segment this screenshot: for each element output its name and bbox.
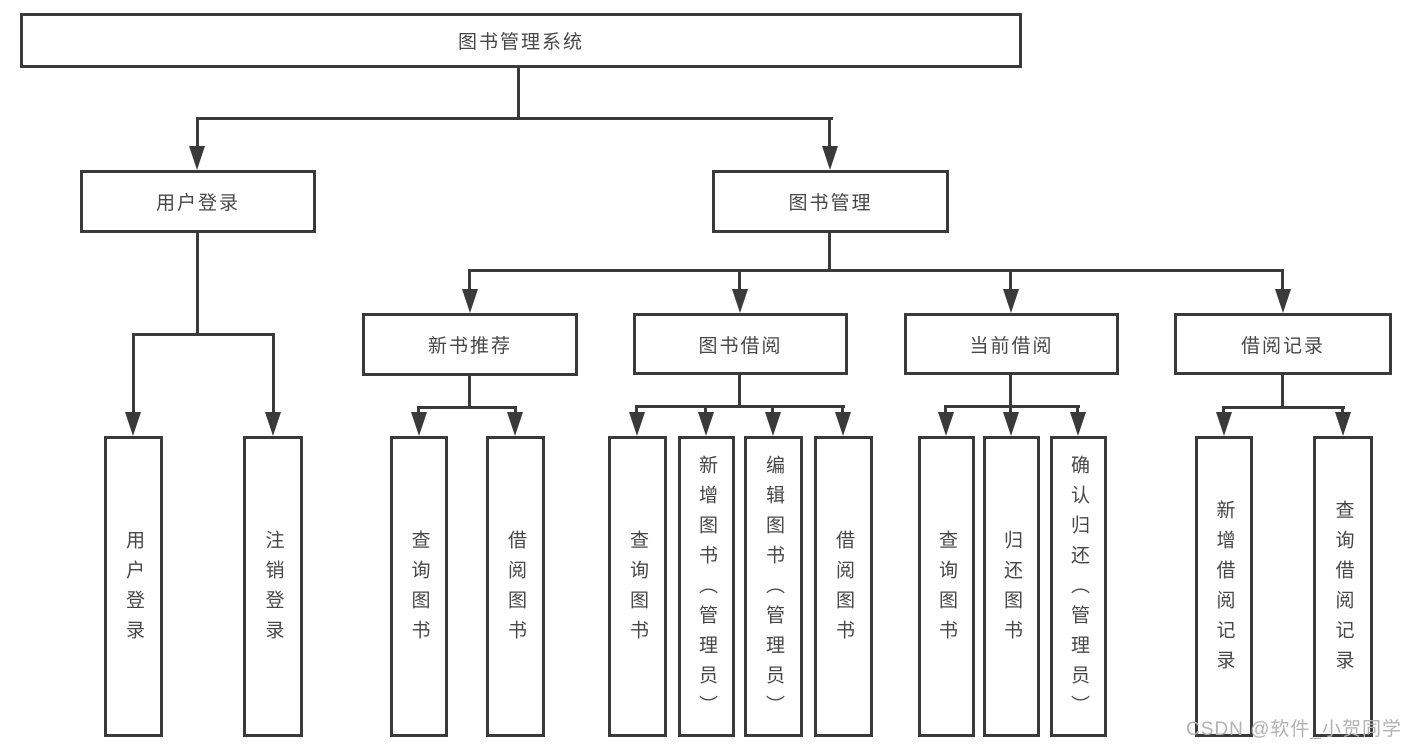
node-book-management: 图书管理 bbox=[712, 170, 949, 233]
leaf-borrow-add-books-admin: 新增图书（管理员） bbox=[678, 436, 735, 737]
connector-line bbox=[132, 333, 275, 336]
connector-line bbox=[1281, 375, 1284, 409]
connector-line bbox=[1076, 405, 1079, 415]
connector-line bbox=[635, 405, 845, 408]
connector-line bbox=[468, 269, 1284, 272]
arrow-down-icon bbox=[732, 289, 748, 313]
csdn-watermark: CSDN @软件_小贺同学 bbox=[1186, 719, 1402, 740]
arrow-down-icon bbox=[822, 146, 838, 170]
leaf-records-add-record: 新增借阅记录 bbox=[1195, 436, 1253, 737]
arrow-down-icon bbox=[411, 412, 427, 436]
leaf-recommend-query-books: 查询图书 bbox=[390, 436, 448, 737]
leaf-recommend-borrow-books: 借阅图书 bbox=[486, 436, 545, 737]
arrow-down-icon bbox=[125, 412, 141, 436]
leaf-current-return-books: 归还图书 bbox=[983, 436, 1040, 737]
connector-line bbox=[468, 269, 471, 292]
arrow-down-icon bbox=[1335, 412, 1351, 436]
connector-line bbox=[1009, 405, 1012, 415]
connector-line bbox=[1341, 406, 1344, 414]
arrow-down-icon bbox=[765, 412, 781, 436]
node-user-login: 用户登录 bbox=[80, 170, 316, 233]
node-new-book-recommend: 新书推荐 bbox=[362, 313, 578, 376]
arrow-down-icon bbox=[1216, 412, 1232, 436]
arrow-down-icon bbox=[938, 412, 954, 436]
arrow-down-icon bbox=[189, 146, 205, 170]
node-book-borrow: 图书借阅 bbox=[633, 313, 848, 375]
arrow-down-icon bbox=[698, 412, 714, 436]
leaf-logout: 注销登录 bbox=[243, 436, 303, 737]
connector-line bbox=[944, 405, 947, 415]
connector-line bbox=[704, 405, 707, 415]
arrow-down-icon bbox=[835, 412, 851, 436]
arrow-down-icon bbox=[629, 412, 645, 436]
leaf-current-confirm-return-admin: 确认归还（管理员） bbox=[1050, 436, 1107, 737]
connector-line bbox=[841, 405, 844, 415]
node-book-management-system: 图书管理系统 bbox=[20, 13, 1022, 68]
connector-line bbox=[196, 117, 199, 149]
connector-line bbox=[1222, 406, 1225, 414]
leaf-records-query-record: 查询借阅记录 bbox=[1313, 436, 1373, 737]
arrow-down-icon bbox=[462, 289, 478, 313]
connector-line bbox=[738, 269, 741, 292]
connector-line bbox=[828, 117, 831, 149]
node-borrow-records: 借阅记录 bbox=[1174, 313, 1392, 375]
arrow-down-icon bbox=[1070, 412, 1086, 436]
connector-line bbox=[1222, 406, 1345, 409]
connector-line bbox=[1009, 375, 1012, 408]
arrow-down-icon bbox=[1003, 289, 1019, 313]
connector-line bbox=[132, 333, 135, 414]
connector-line bbox=[196, 233, 199, 336]
connector-line bbox=[417, 406, 420, 415]
leaf-current-query-books: 查询图书 bbox=[918, 436, 975, 737]
leaf-borrow-edit-books-admin: 编辑图书（管理员） bbox=[744, 436, 803, 737]
connector-line bbox=[738, 375, 741, 408]
connector-line bbox=[828, 233, 831, 272]
leaf-borrow-query-books: 查询图书 bbox=[608, 436, 667, 737]
connector-line bbox=[196, 117, 833, 120]
leaf-user-login: 用户登录 bbox=[104, 436, 163, 737]
arrow-down-icon bbox=[265, 412, 281, 436]
connector-line bbox=[944, 405, 1080, 408]
connector-line bbox=[1281, 269, 1284, 292]
connector-line bbox=[517, 67, 520, 120]
connector-line bbox=[1009, 269, 1012, 292]
connector-line bbox=[635, 405, 638, 415]
arrow-down-icon bbox=[507, 412, 523, 436]
leaf-borrow-borrow-books: 借阅图书 bbox=[814, 436, 873, 737]
connector-line bbox=[771, 405, 774, 415]
connector-line bbox=[514, 406, 517, 415]
connector-line bbox=[468, 376, 471, 409]
connector-line bbox=[417, 406, 517, 409]
arrow-down-icon bbox=[1003, 412, 1019, 436]
arrow-down-icon bbox=[1275, 289, 1291, 313]
node-current-borrow: 当前借阅 bbox=[904, 313, 1119, 375]
connector-line bbox=[272, 333, 275, 414]
